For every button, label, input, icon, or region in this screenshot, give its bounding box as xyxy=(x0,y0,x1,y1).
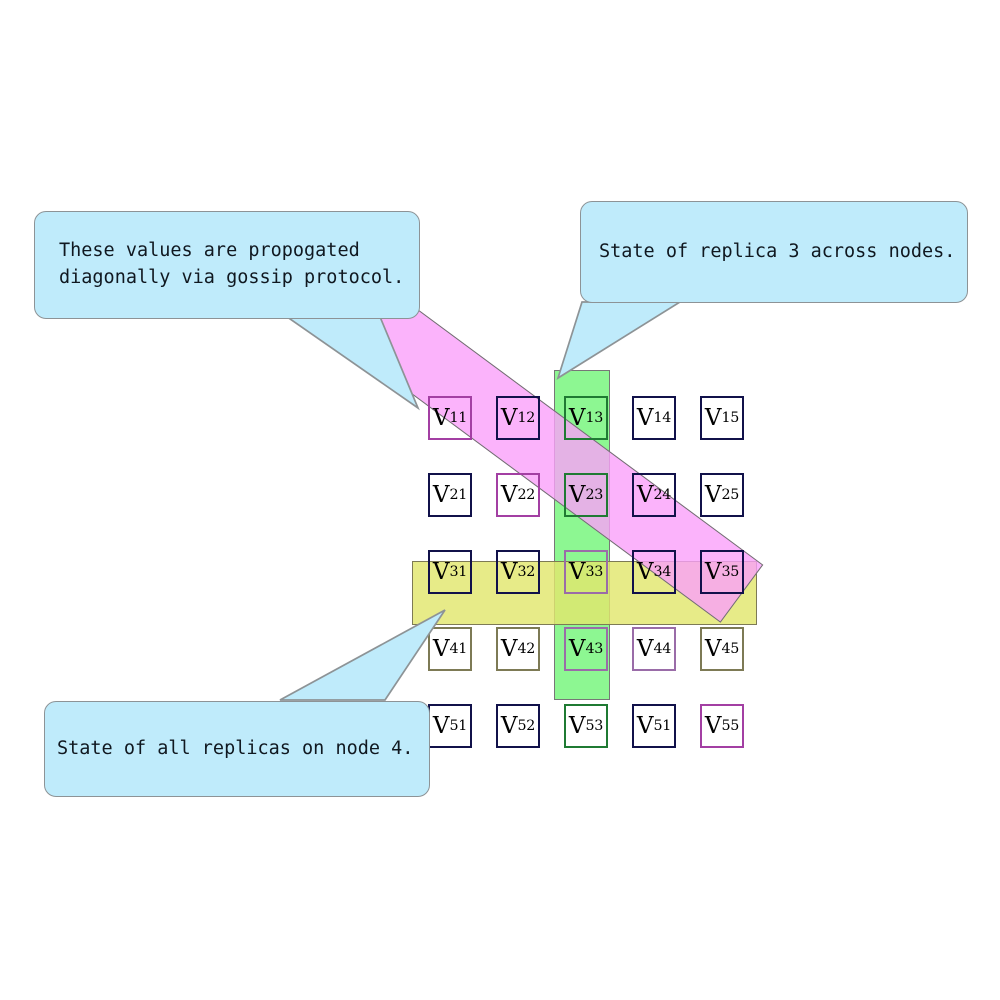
value-cell-base: V xyxy=(500,558,518,585)
value-cell-base: V xyxy=(704,404,722,431)
callout-tail-node xyxy=(279,609,446,701)
value-cell-subscript: 12 xyxy=(517,409,536,426)
value-cell-base: V xyxy=(636,558,654,585)
value-cell-subscript: 23 xyxy=(585,486,604,503)
value-cell-base: V xyxy=(636,712,654,739)
value-cell-subscript: 35 xyxy=(721,563,740,580)
value-cell-subscript: 14 xyxy=(653,409,672,426)
value-cell-subscript: 22 xyxy=(517,486,536,503)
value-cell-base: V xyxy=(568,404,586,431)
value-cell-subscript: 13 xyxy=(585,409,604,426)
value-cell-subscript: 45 xyxy=(721,640,740,657)
callout-tail-replica xyxy=(556,301,683,380)
value-cell-base: V xyxy=(500,481,518,508)
value-cell-base: V xyxy=(432,558,450,585)
value-cell-subscript: 24 xyxy=(653,486,672,503)
callout-diagonal-line1: These values are propogated xyxy=(59,240,360,262)
callout-node-line1: State of all replicas on node 4. xyxy=(57,737,414,759)
value-cell-subscript: 25 xyxy=(721,486,740,503)
value-cell-subscript: 42 xyxy=(517,640,536,657)
value-cell-subscript: 41 xyxy=(449,640,468,657)
value-cell-subscript: 32 xyxy=(517,563,536,580)
callout-node-4: State of all replicas on node 4. xyxy=(44,701,430,797)
value-cell-base: V xyxy=(432,404,450,431)
value-cell-subscript: 51 xyxy=(449,717,468,734)
value-cell-base: V xyxy=(568,712,586,739)
value-cell-base: V xyxy=(568,481,586,508)
value-cell-subscript: 31 xyxy=(449,563,468,580)
value-cell-base: V xyxy=(500,712,518,739)
value-cell-subscript: 55 xyxy=(721,717,740,734)
value-cell-subscript: 44 xyxy=(653,640,672,657)
value-cell-subscript: 21 xyxy=(449,486,468,503)
value-cell-base: V xyxy=(568,558,586,585)
value-cell-subscript: 34 xyxy=(653,563,672,580)
value-cell-subscript: 43 xyxy=(585,640,604,657)
value-cell-base: V xyxy=(500,404,518,431)
value-cell-subscript: 53 xyxy=(585,717,604,734)
value-cell-base: V xyxy=(704,558,722,585)
value-cell-base: V xyxy=(500,635,518,662)
callout-gossip-diagonal: These values are propogated diagonally v… xyxy=(34,211,420,319)
value-cell-subscript: 15 xyxy=(721,409,740,426)
value-cell-subscript: 51 xyxy=(653,717,672,734)
value-cell-base: V xyxy=(636,404,654,431)
value-cell-base: V xyxy=(432,635,450,662)
value-cell-subscript: 52 xyxy=(517,717,536,734)
value-cell-base: V xyxy=(704,481,722,508)
value-cell-base: V xyxy=(568,635,586,662)
value-cell-base: V xyxy=(704,635,722,662)
callout-diagonal-line2: diagonally via gossip protocol. xyxy=(59,267,405,288)
value-cell-subscript: 33 xyxy=(585,563,604,580)
callout-replica-3: State of replica 3 across nodes. xyxy=(580,201,968,303)
value-cell-base: V xyxy=(432,481,450,508)
value-cell-base: V xyxy=(704,712,722,739)
callout-replica-line1: State of replica 3 across nodes. xyxy=(599,240,956,262)
value-cell-base: V xyxy=(636,481,654,508)
value-cell-base: V xyxy=(432,712,450,739)
value-cell-base: V xyxy=(636,635,654,662)
value-cell-subscript: 11 xyxy=(449,409,468,426)
